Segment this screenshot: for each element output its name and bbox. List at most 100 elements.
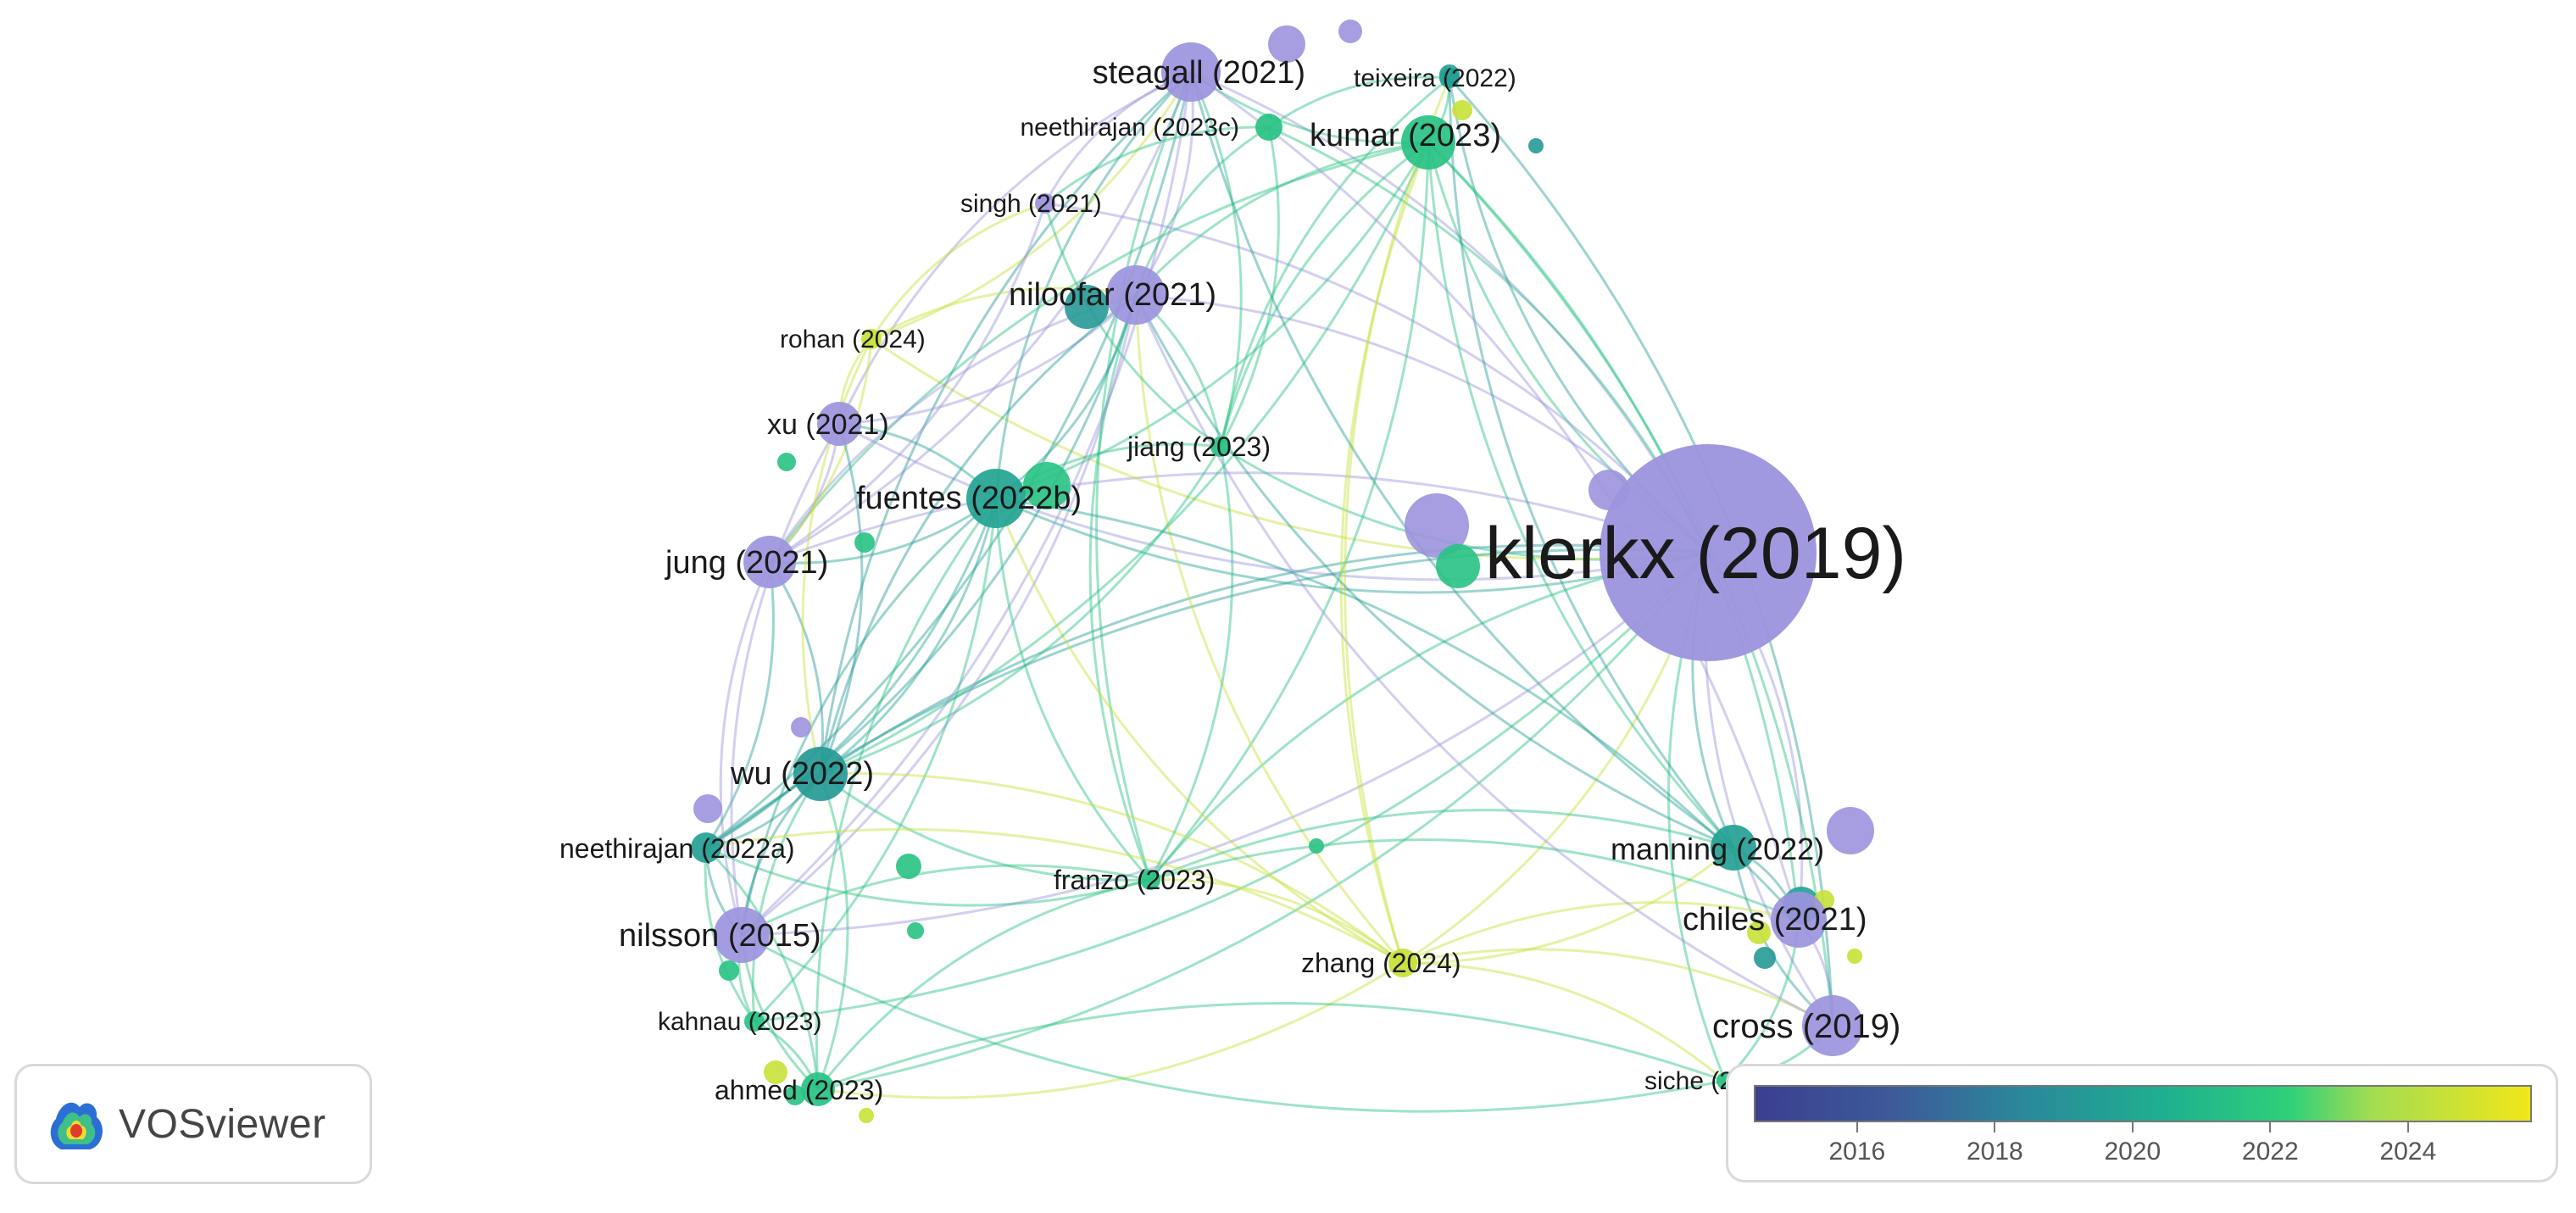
node-label-steagall2021[interactable]: steagall (2021) <box>1093 55 1305 91</box>
edge-klerkx2019-jung2021 <box>769 471 1709 564</box>
minor-node-12[interactable] <box>791 717 811 737</box>
node-fuentes2022b[interactable] <box>966 469 1026 528</box>
legend-tick-label-2016: 2016 <box>1828 1138 1886 1166</box>
minor-node-21[interactable] <box>1827 807 1874 854</box>
edge-steagall2021-jiang2023 <box>1189 71 1243 448</box>
node-label-rohan2024[interactable]: rohan (2024) <box>780 326 926 353</box>
node-steagall2021[interactable] <box>1161 42 1221 102</box>
node-neethirajan2023c[interactable] <box>1255 114 1282 141</box>
node-franzo2023[interactable] <box>1140 870 1160 890</box>
node-label-kumar2023[interactable]: kumar (2023) <box>1310 118 1501 153</box>
edge-niloofar2021-fuentes2022b <box>995 294 1138 500</box>
edge-franzo2023-ahmed2023 <box>816 878 1151 1090</box>
minor-node-15[interactable] <box>896 854 921 879</box>
node-rohan2024[interactable] <box>861 329 882 349</box>
node-niloofar2021[interactable] <box>1106 265 1166 325</box>
node-jiang2023[interactable] <box>1210 437 1231 457</box>
node-jung2021[interactable] <box>743 536 796 588</box>
minor-node-20[interactable] <box>859 1108 874 1123</box>
node-label-teixeira2022[interactable]: teixeira (2022) <box>1354 64 1516 92</box>
node-label-neethirajan2022a[interactable]: neethirajan (2022a) <box>559 833 795 864</box>
minor-node-18[interactable] <box>764 1060 787 1084</box>
node-label-wu2022[interactable]: wu (2022) <box>730 756 874 792</box>
edge-fuentes2022b-zhang2024 <box>994 498 1404 965</box>
node-klerkx2019[interactable] <box>1600 444 1817 661</box>
minor-node-11[interactable] <box>854 532 875 553</box>
edge-neethirajan2022a-ahmed2023 <box>704 846 820 1090</box>
node-label-jiang2023[interactable]: jiang (2023) <box>1127 431 1271 462</box>
minor-node-4[interactable] <box>1528 138 1544 153</box>
node-cross2019[interactable] <box>1802 995 1863 1056</box>
edge-jiang2023-teixeira2022 <box>1219 76 1450 448</box>
node-ahmed2023[interactable] <box>801 1072 835 1106</box>
minor-node-23[interactable] <box>1747 921 1771 944</box>
edge-manning2022-franzo2023 <box>1149 809 1734 882</box>
edge-fuentes2022b-jiang2023 <box>995 442 1221 500</box>
legend-tick-label-2024: 2024 <box>2379 1138 2437 1166</box>
node-label-xu2021[interactable]: xu (2021) <box>767 409 889 441</box>
node-manning2022[interactable] <box>1711 825 1756 871</box>
edge-klerkx2019-kahnau2023 <box>754 551 1710 1023</box>
node-label-zhang2024[interactable]: zhang (2024) <box>1301 948 1461 978</box>
legend-tick-2020 <box>2131 1122 2134 1132</box>
edge-nilsson2015-franzo2023 <box>741 864 1151 937</box>
node-kumar2023[interactable] <box>1401 115 1455 170</box>
minor-node-25[interactable] <box>1754 947 1776 969</box>
edge-wu2022-kahnau2023 <box>751 773 822 1022</box>
node-label-ahmed2023[interactable]: ahmed (2023) <box>715 1075 883 1105</box>
minor-node-6[interactable] <box>1023 462 1071 509</box>
minor-node-3[interactable] <box>1452 100 1472 120</box>
minor-node-5[interactable] <box>1065 285 1109 329</box>
node-label-neethirajan2023c[interactable]: neethirajan (2023c) <box>1020 114 1239 142</box>
node-chiles2021[interactable] <box>1771 892 1827 948</box>
vosviewer-logo-icon <box>50 1102 103 1149</box>
legend-tick-2022 <box>2269 1122 2272 1132</box>
node-kahnau2023[interactable] <box>744 1011 765 1032</box>
node-neethirajan2022a[interactable] <box>691 832 721 863</box>
edge-steagall2021-kumar2023 <box>1190 70 1429 145</box>
node-label-cross2019[interactable]: cross (2019) <box>1712 1008 1900 1045</box>
node-label-klerkx2019[interactable]: klerkx (2019) <box>1485 513 1906 594</box>
edge-steagall2021-jung2021 <box>769 71 1193 564</box>
node-label-franzo2023[interactable]: franzo (2023) <box>1054 865 1215 895</box>
minor-node-7[interactable] <box>1405 493 1469 558</box>
node-label-jung2021[interactable]: jung (2021) <box>665 545 828 581</box>
node-teixeira2022[interactable] <box>1439 68 1460 88</box>
node-xu2021[interactable] <box>817 402 861 446</box>
minor-node-16[interactable] <box>907 922 924 939</box>
node-wu2022[interactable] <box>793 747 848 801</box>
minor-node-19[interactable] <box>785 1085 805 1105</box>
edge-rohan2024-wu2022 <box>801 338 873 775</box>
edge-kumar2023-wu2022 <box>820 142 1430 776</box>
edge-niloofar2021-wu2022 <box>819 293 1137 775</box>
node-label-singh2021[interactable]: singh (2021) <box>960 190 1102 218</box>
minor-node-10[interactable] <box>777 453 796 471</box>
minor-node-1[interactable] <box>1338 19 1362 43</box>
node-nilsson2015[interactable] <box>714 907 770 963</box>
node-label-niloofar2021[interactable]: niloofar (2021) <box>1009 277 1216 313</box>
edge-jung2021-neethirajan2022a <box>704 561 775 849</box>
edge-klerkx2019-ahmed2023 <box>817 552 1710 1091</box>
minor-node-8[interactable] <box>1436 544 1480 588</box>
edge-wu2022-ahmed2023 <box>816 773 849 1090</box>
node-singh2021[interactable] <box>1035 193 1055 214</box>
node-label-kahnau2023[interactable]: kahnau (2023) <box>658 1008 821 1036</box>
node-label-chiles2021[interactable]: chiles (2021) <box>1683 902 1867 938</box>
minor-node-26[interactable] <box>1847 949 1862 964</box>
minor-node-0[interactable] <box>1268 25 1305 63</box>
minor-node-17[interactable] <box>1309 838 1324 854</box>
node-zhang2024[interactable] <box>1388 949 1417 977</box>
legend-gradient-bar <box>1754 1085 2532 1122</box>
edge-manning2022-zhang2024 <box>1402 846 1734 965</box>
edge-steagall2021-wu2022 <box>819 70 1193 775</box>
node-label-manning2022[interactable]: manning (2022) <box>1611 832 1824 866</box>
minor-node-13[interactable] <box>693 794 722 823</box>
node-label-nilsson2015[interactable]: nilsson (2015) <box>619 918 821 954</box>
minor-node-14[interactable] <box>719 960 739 981</box>
node-label-fuentes2022b[interactable]: fuentes (2022b) <box>856 481 1082 516</box>
edge-neethirajan2023c-singh2021 <box>1044 125 1270 205</box>
edge-steagall2021-nilsson2015 <box>740 71 1193 937</box>
legend-tick-label-2018: 2018 <box>1966 1138 2023 1166</box>
edge-klerkx2019-rohan2024 <box>871 337 1709 561</box>
